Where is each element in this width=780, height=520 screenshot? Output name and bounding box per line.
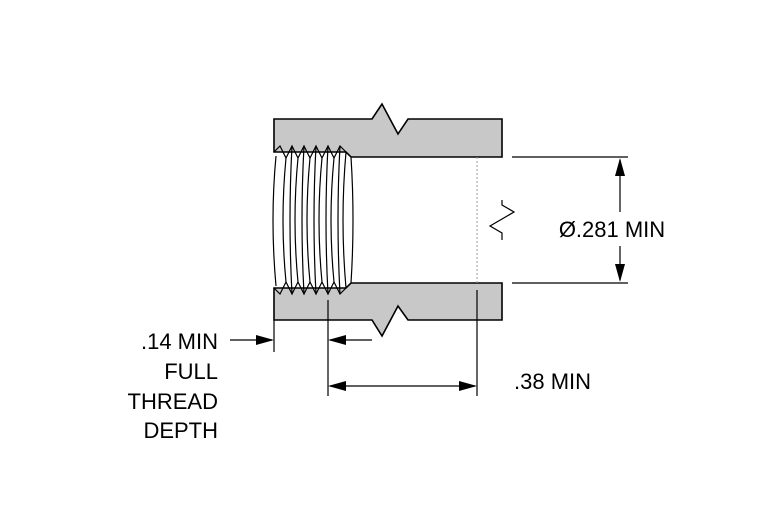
bore-depth-dimension: .38 MIN [328, 290, 591, 396]
thread-depth-line-4: DEPTH [143, 418, 218, 443]
thread-helix-lines [272, 145, 354, 295]
top-wall-section [273, 102, 503, 158]
thread-depth-note: .14 MIN FULL THREAD DEPTH [128, 329, 218, 443]
thread-depth-line-1: .14 MIN [141, 329, 218, 354]
thread-depth-line-3: THREAD [128, 389, 218, 414]
diameter-dimension: Ø.281 MIN [512, 156, 665, 284]
bottom-wall-section [273, 282, 503, 338]
bore-break-symbol [488, 200, 516, 240]
thread-depth-dimension [230, 300, 372, 396]
bore-diameter-label: Ø.281 MIN [559, 217, 665, 242]
thread-depth-line-2: FULL [164, 359, 218, 384]
bore-depth-label: .38 MIN [514, 369, 591, 394]
